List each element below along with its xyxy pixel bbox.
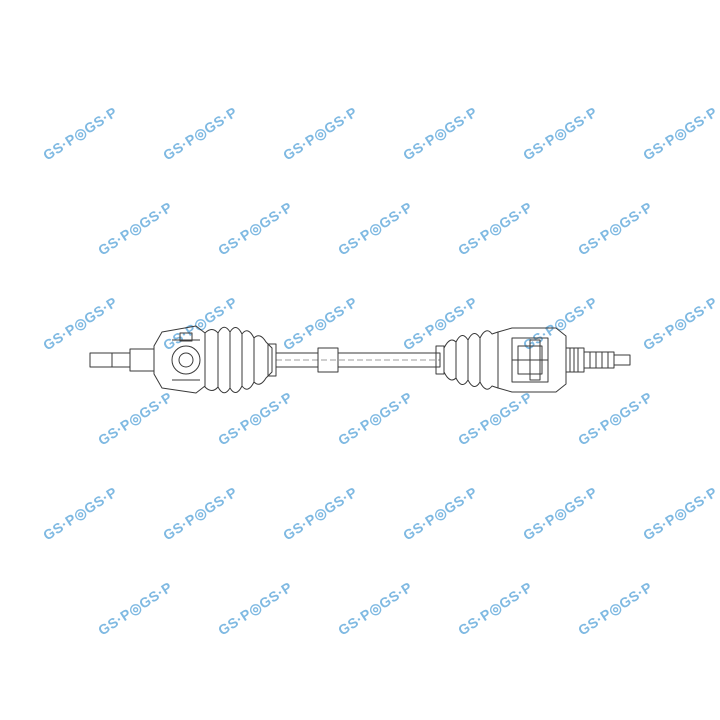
left-boot [204, 326, 277, 394]
right-tripod-joint [497, 327, 567, 393]
right-spring [565, 347, 585, 373]
right-splined-stub [583, 351, 631, 369]
left-stub-shaft [89, 348, 155, 372]
left-cv-joint [153, 325, 206, 394]
main-shaft [275, 347, 441, 373]
right-boot [435, 330, 499, 390]
